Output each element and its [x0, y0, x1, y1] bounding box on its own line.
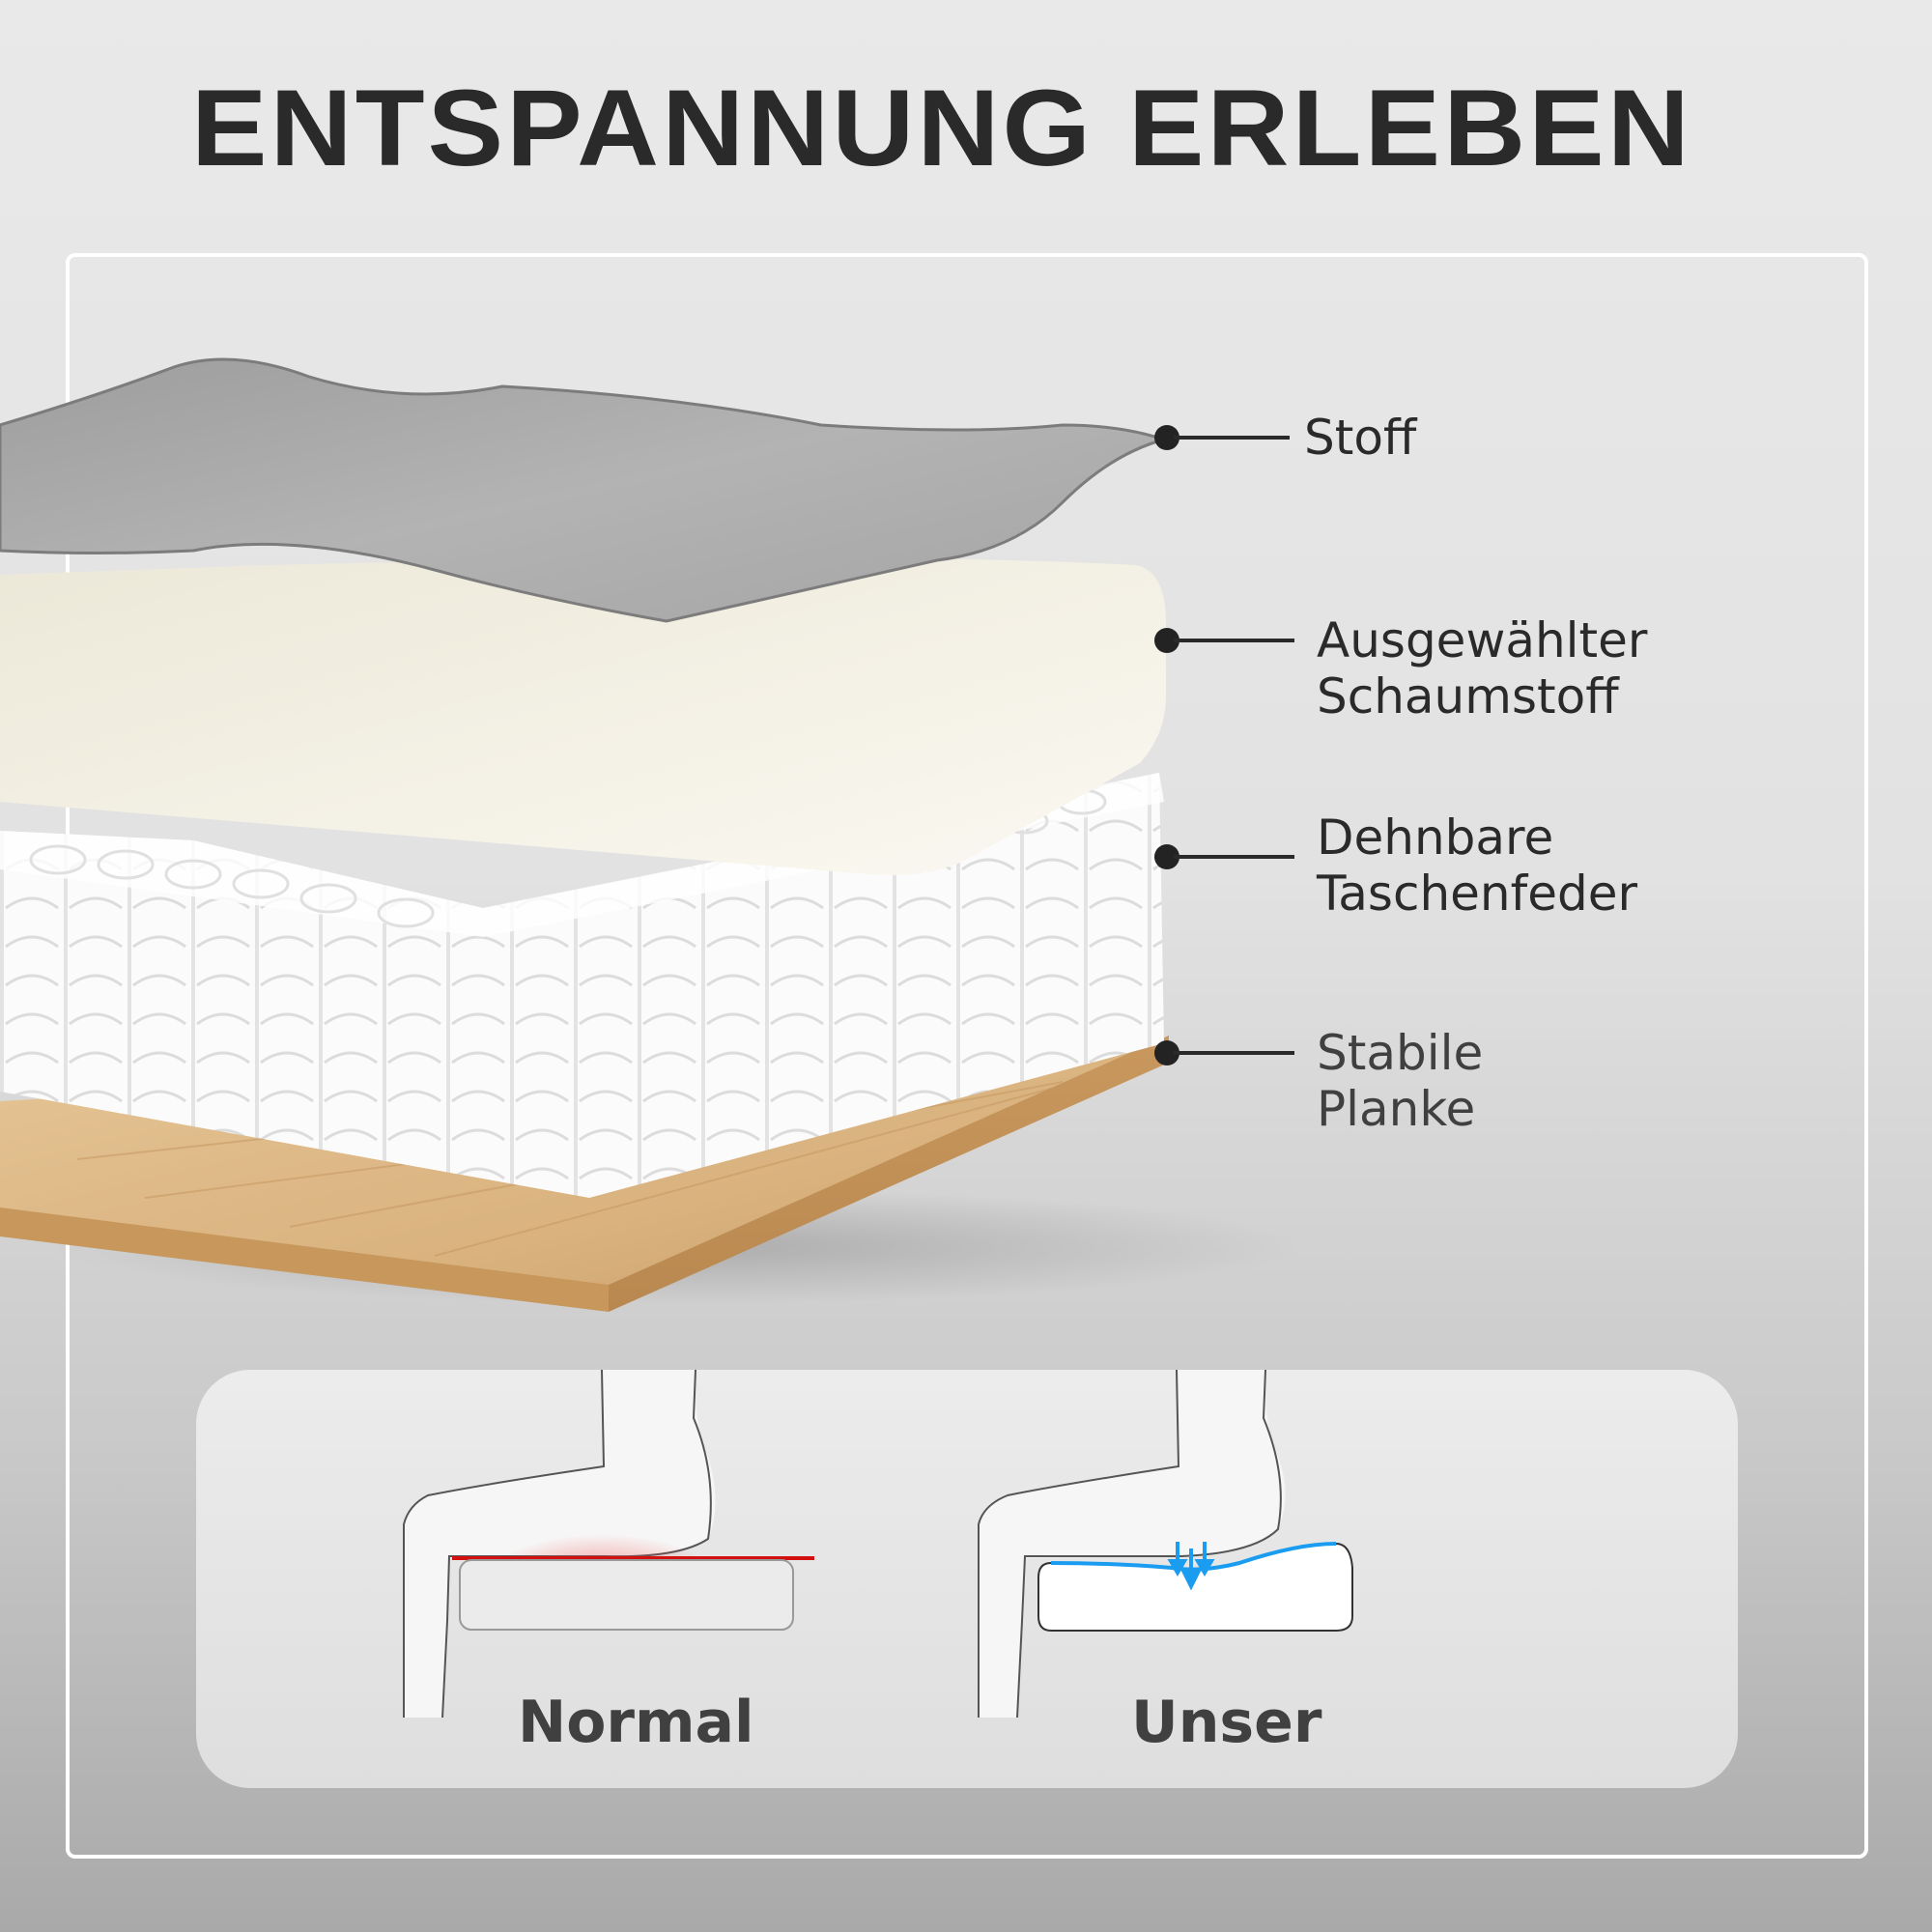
mattress-layers-illustration	[0, 357, 1304, 1312]
callout-line	[1174, 436, 1290, 440]
comparison-label-unser: Unser	[1131, 1689, 1322, 1756]
layer-label-plank: Stabile Planke	[1317, 1025, 1484, 1137]
layer-label-stoff: Stoff	[1304, 410, 1417, 466]
callout-line	[1174, 639, 1294, 642]
comparison-panel: Normal Unser	[196, 1369, 1738, 1788]
layer-label-springs: Dehnbare Taschenfeder	[1317, 810, 1638, 922]
callout-line	[1174, 855, 1294, 859]
comparison-unser: Unser	[969, 1369, 1738, 1788]
callout-line	[1174, 1051, 1294, 1055]
layer-label-foam: Ausgewählter Schaumstoff	[1317, 612, 1648, 724]
foam-layer	[0, 557, 1166, 875]
sitting-figure-normal-icon	[403, 1369, 814, 1719]
comparison-normal: Normal	[196, 1369, 969, 1788]
page-title: ENTSPANNUNG ERLEBEN	[191, 68, 1692, 188]
sitting-figure-unser-icon	[978, 1369, 1353, 1719]
comparison-label-normal: Normal	[518, 1689, 754, 1756]
fabric-layer	[0, 357, 1170, 623]
springs-layer	[0, 773, 1164, 1198]
arrow-down-icon	[1167, 1542, 1215, 1591]
